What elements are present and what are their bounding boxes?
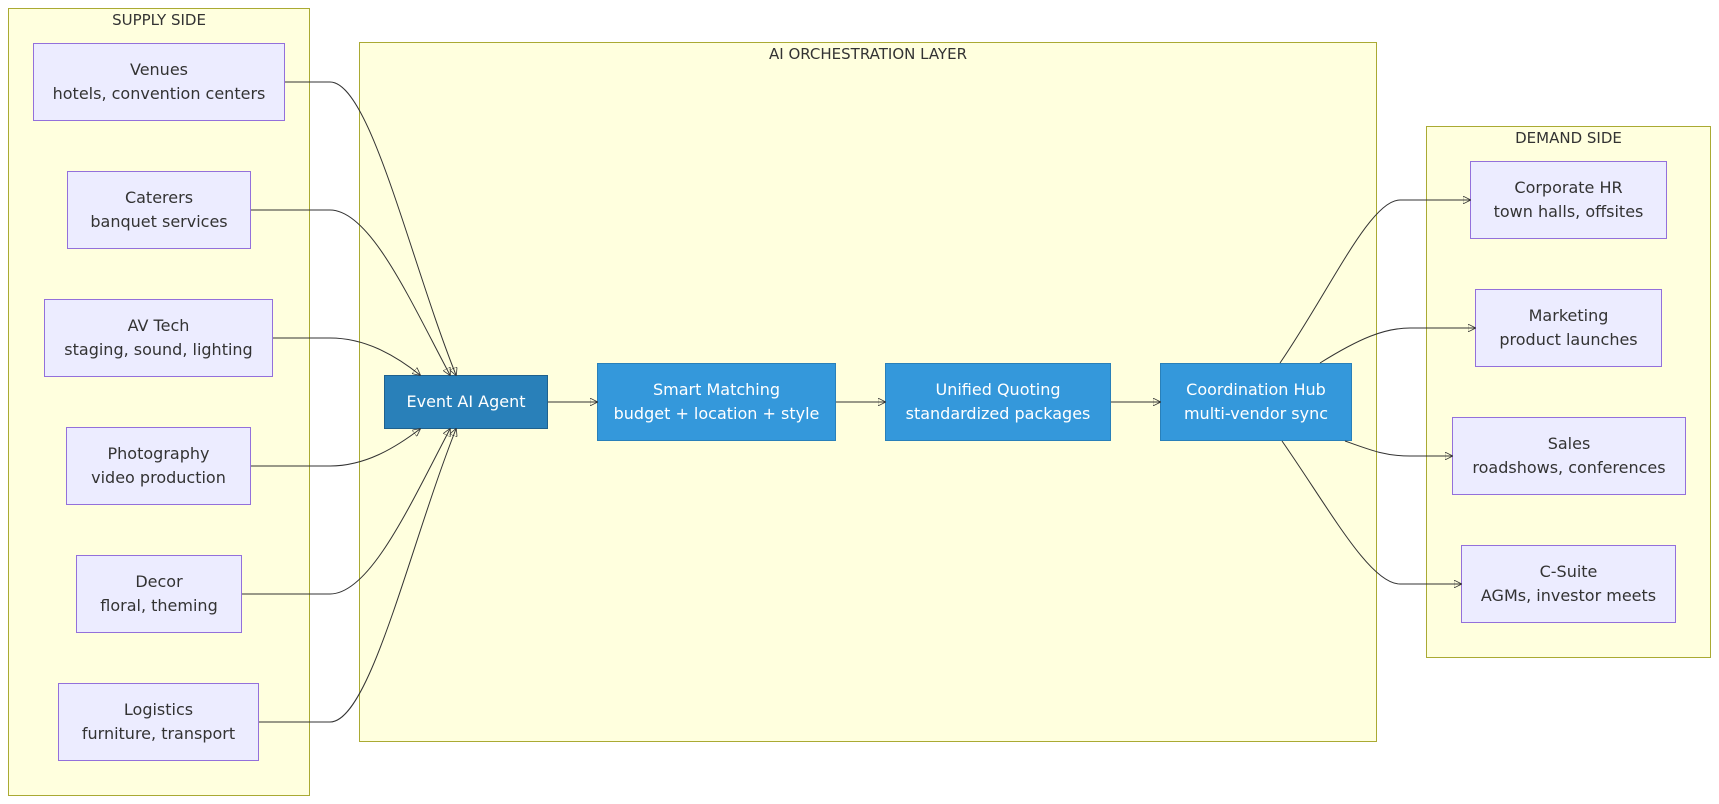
node-marketing[interactable]: Marketing product launches	[1475, 289, 1662, 367]
node-subtitle: staging, sound, lighting	[64, 340, 253, 359]
node-title: Sales	[1547, 434, 1591, 453]
node-subtitle: AGMs, investor meets	[1480, 586, 1657, 605]
node-title: Coordination Hub	[1186, 380, 1326, 399]
node-subtitle: product launches	[1499, 330, 1638, 349]
supply-side-title: SUPPLY SIDE	[112, 11, 206, 29]
node-title: Corporate HR	[1514, 178, 1623, 197]
node-title: Photography	[107, 444, 210, 463]
node-logistics[interactable]: Logistics furniture, transport	[58, 683, 259, 761]
node-title: Event AI Agent	[406, 392, 526, 411]
node-title: AV Tech	[127, 316, 190, 335]
node-subtitle: budget + location + style	[613, 404, 820, 423]
node-coordination-hub[interactable]: Coordination Hub multi-vendor sync	[1160, 363, 1352, 441]
node-subtitle: multi-vendor sync	[1183, 404, 1329, 423]
ai-orchestration-title: AI ORCHESTRATION LAYER	[768, 45, 967, 63]
node-venues[interactable]: Venues hotels, convention centers	[33, 43, 285, 121]
node-subtitle: standardized packages	[905, 404, 1091, 423]
node-unified-quoting[interactable]: Unified Quoting standardized packages	[885, 363, 1111, 441]
node-subtitle: town halls, offsites	[1493, 202, 1644, 221]
node-subtitle: furniture, transport	[81, 724, 236, 743]
node-subtitle: hotels, convention centers	[52, 84, 266, 103]
node-title: Logistics	[123, 700, 194, 719]
node-subtitle: floral, theming	[100, 596, 218, 615]
node-title: Decor	[135, 572, 183, 591]
node-smart-matching[interactable]: Smart Matching budget + location + style	[597, 363, 836, 441]
node-caterers[interactable]: Caterers banquet services	[67, 171, 251, 249]
node-title: Caterers	[124, 188, 194, 207]
node-title: Unified Quoting	[935, 380, 1061, 399]
demand-side-title: DEMAND SIDE	[1515, 129, 1622, 147]
node-c-suite[interactable]: C-Suite AGMs, investor meets	[1461, 545, 1676, 623]
node-title: Venues	[129, 60, 188, 79]
node-title: Marketing	[1528, 306, 1609, 325]
node-title: Smart Matching	[652, 380, 781, 399]
node-subtitle: roadshows, conferences	[1472, 458, 1666, 477]
node-av-tech[interactable]: AV Tech staging, sound, lighting	[44, 299, 273, 377]
node-corporate-hr[interactable]: Corporate HR town halls, offsites	[1470, 161, 1667, 239]
supply-side-cluster: SUPPLY SIDE	[8, 8, 310, 796]
node-photography[interactable]: Photography video production	[66, 427, 251, 505]
node-subtitle: video production	[91, 468, 226, 487]
node-subtitle: banquet services	[90, 212, 228, 231]
node-decor[interactable]: Decor floral, theming	[76, 555, 242, 633]
node-title: C-Suite	[1539, 562, 1598, 581]
node-event-ai-agent[interactable]: Event AI Agent	[384, 375, 548, 429]
node-sales[interactable]: Sales roadshows, conferences	[1452, 417, 1686, 495]
